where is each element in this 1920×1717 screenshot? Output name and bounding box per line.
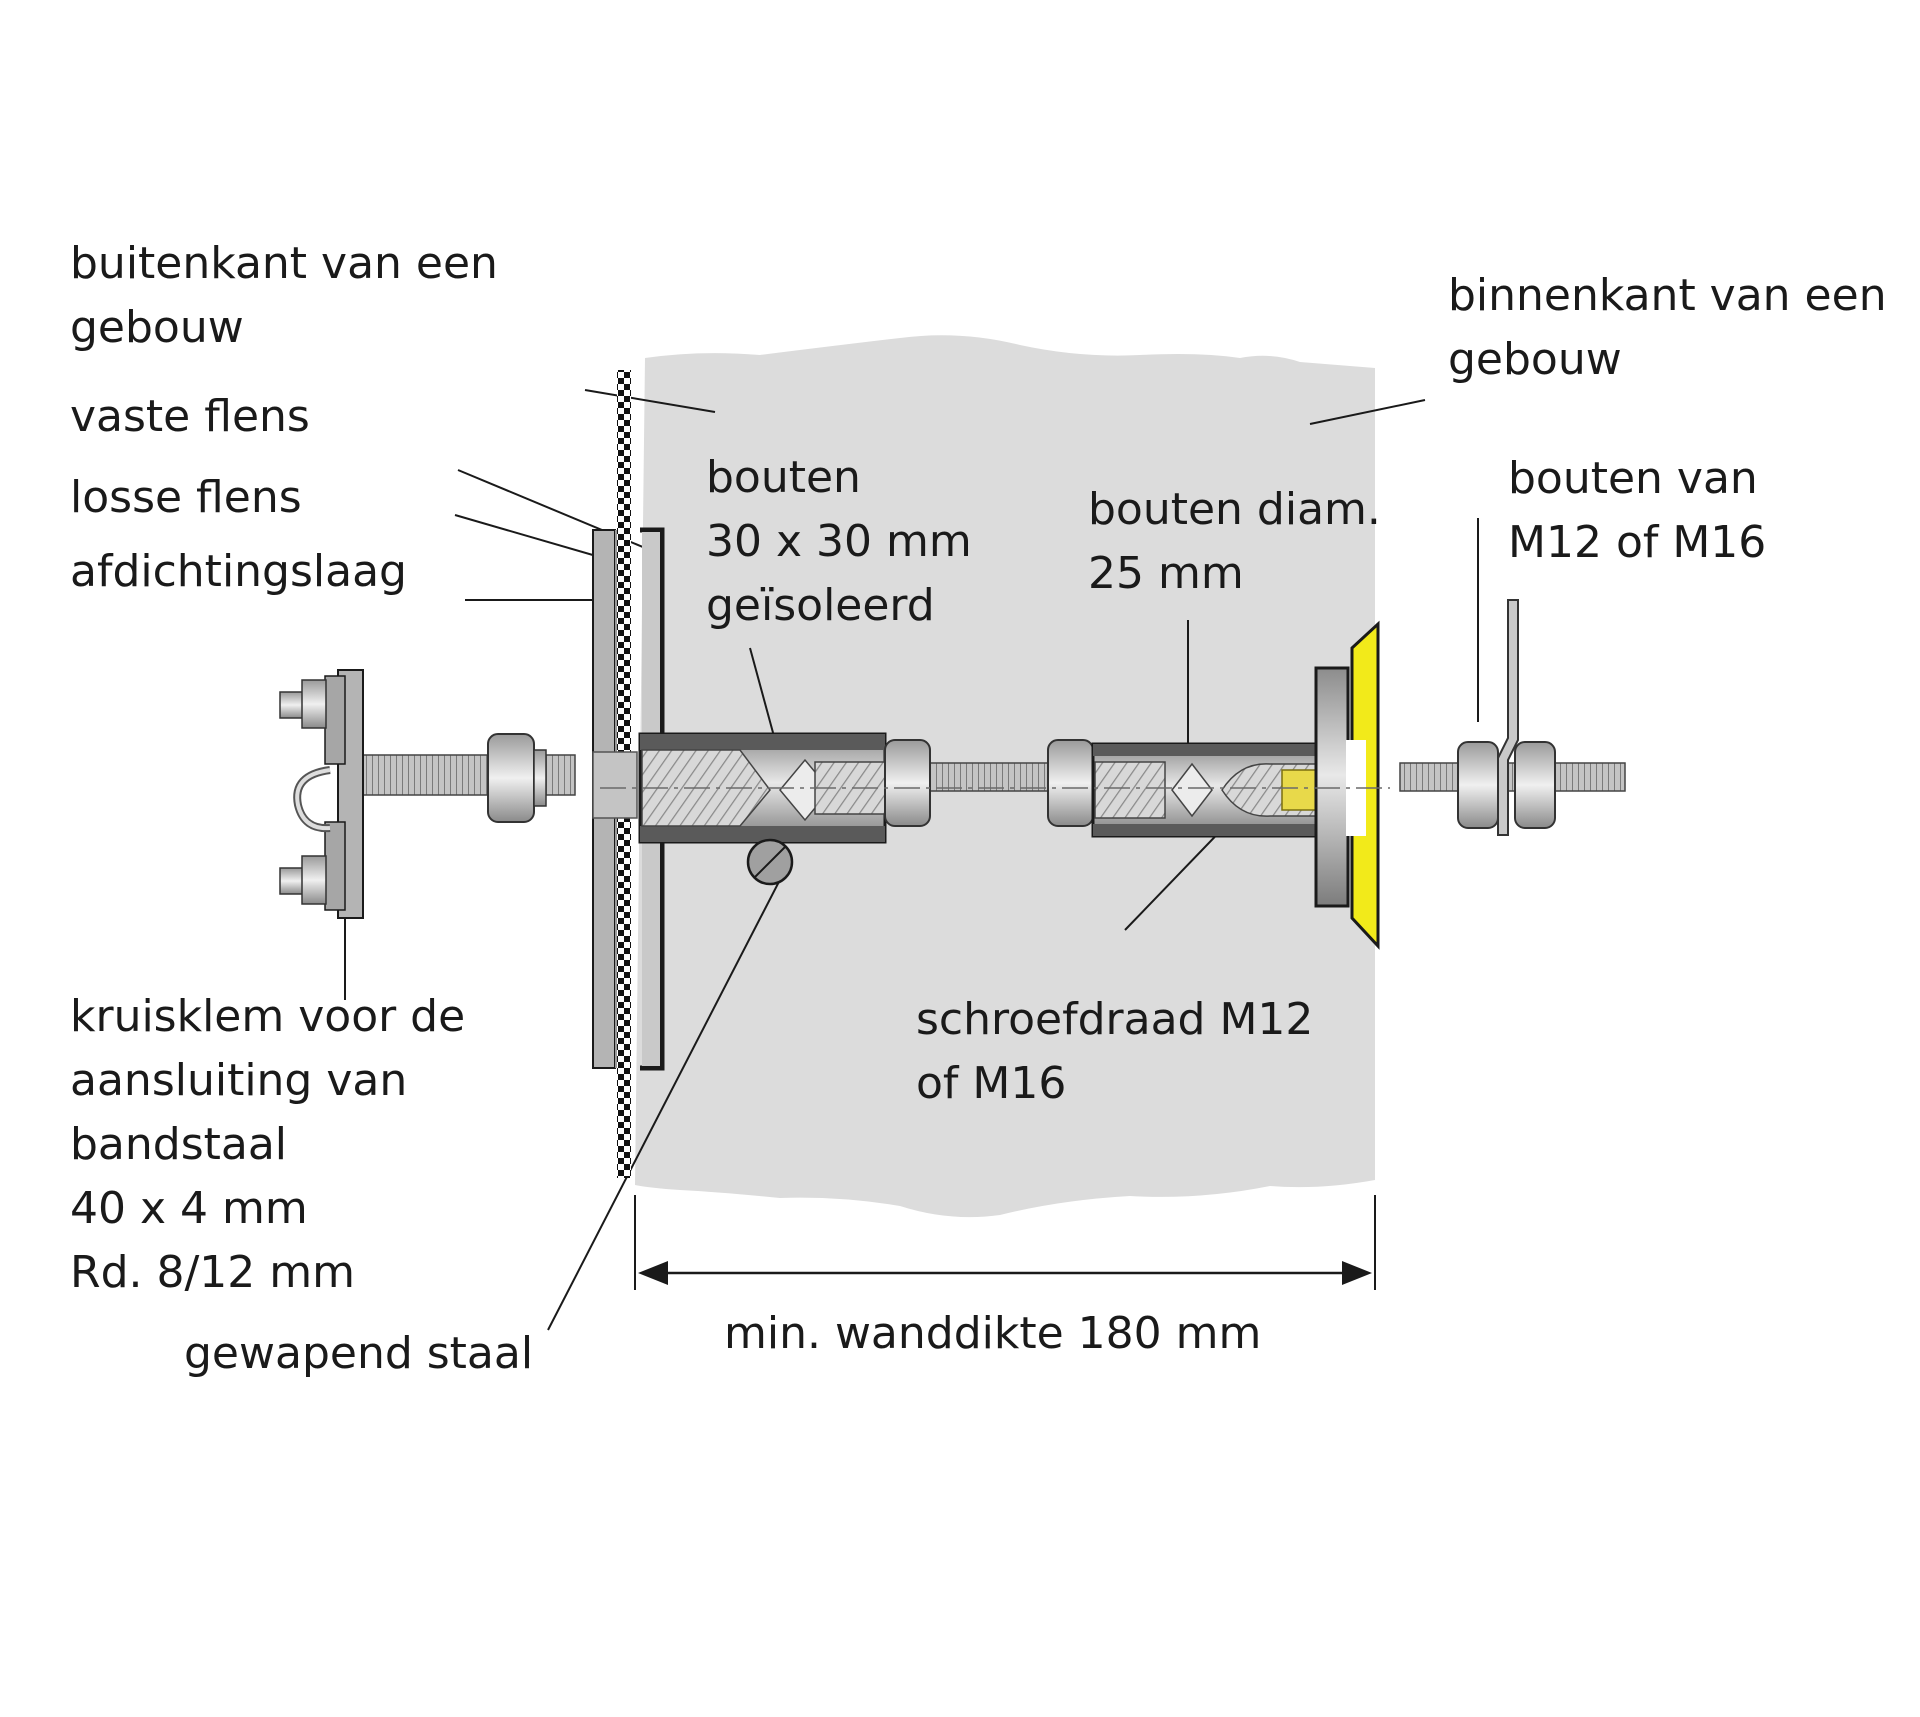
label-inside-building: binnenkant van een gebouw xyxy=(1448,270,1887,385)
cross-clamp xyxy=(279,669,364,919)
mid-nut-right xyxy=(1047,739,1094,827)
label-cross-clamp: kruisklem voor de aansluiting van bandst… xyxy=(70,991,466,1298)
threaded-rod-mid xyxy=(929,762,1051,792)
label-insulated-bolts: bouten 30 x 30 mm geïsoleerd xyxy=(706,452,972,631)
inner-nut-2 xyxy=(1514,741,1556,829)
label-wall-thickness: min. wanddikte 180 mm xyxy=(724,1308,1262,1359)
label-thread: schroefdraad M12 of M16 xyxy=(916,994,1314,1109)
label-sealing-layer: afdichtingslaag xyxy=(70,546,407,597)
label-outside-building: buitenkant van een gebouw xyxy=(70,238,498,353)
label-bolts-diameter: bouten diam. 25 mm xyxy=(1088,484,1381,599)
spacer xyxy=(592,751,638,819)
label-bolts-size: bouten van M12 of M16 xyxy=(1508,453,1767,568)
inner-flange xyxy=(1314,666,1350,908)
outer-nut xyxy=(487,733,535,823)
bolt-25mm xyxy=(1091,742,1318,838)
wall-thickness-dimension xyxy=(634,1195,1376,1290)
flat-strip xyxy=(1497,599,1519,836)
inner-nut-1 xyxy=(1457,741,1499,829)
label-loose-flange: losse flens xyxy=(70,472,302,523)
label-fixed-flange: vaste flens xyxy=(70,391,310,442)
label-reinforcing-steel: gewapend staal xyxy=(184,1328,534,1379)
threaded-rod-right xyxy=(1399,762,1626,792)
mid-nut-left xyxy=(884,739,931,827)
